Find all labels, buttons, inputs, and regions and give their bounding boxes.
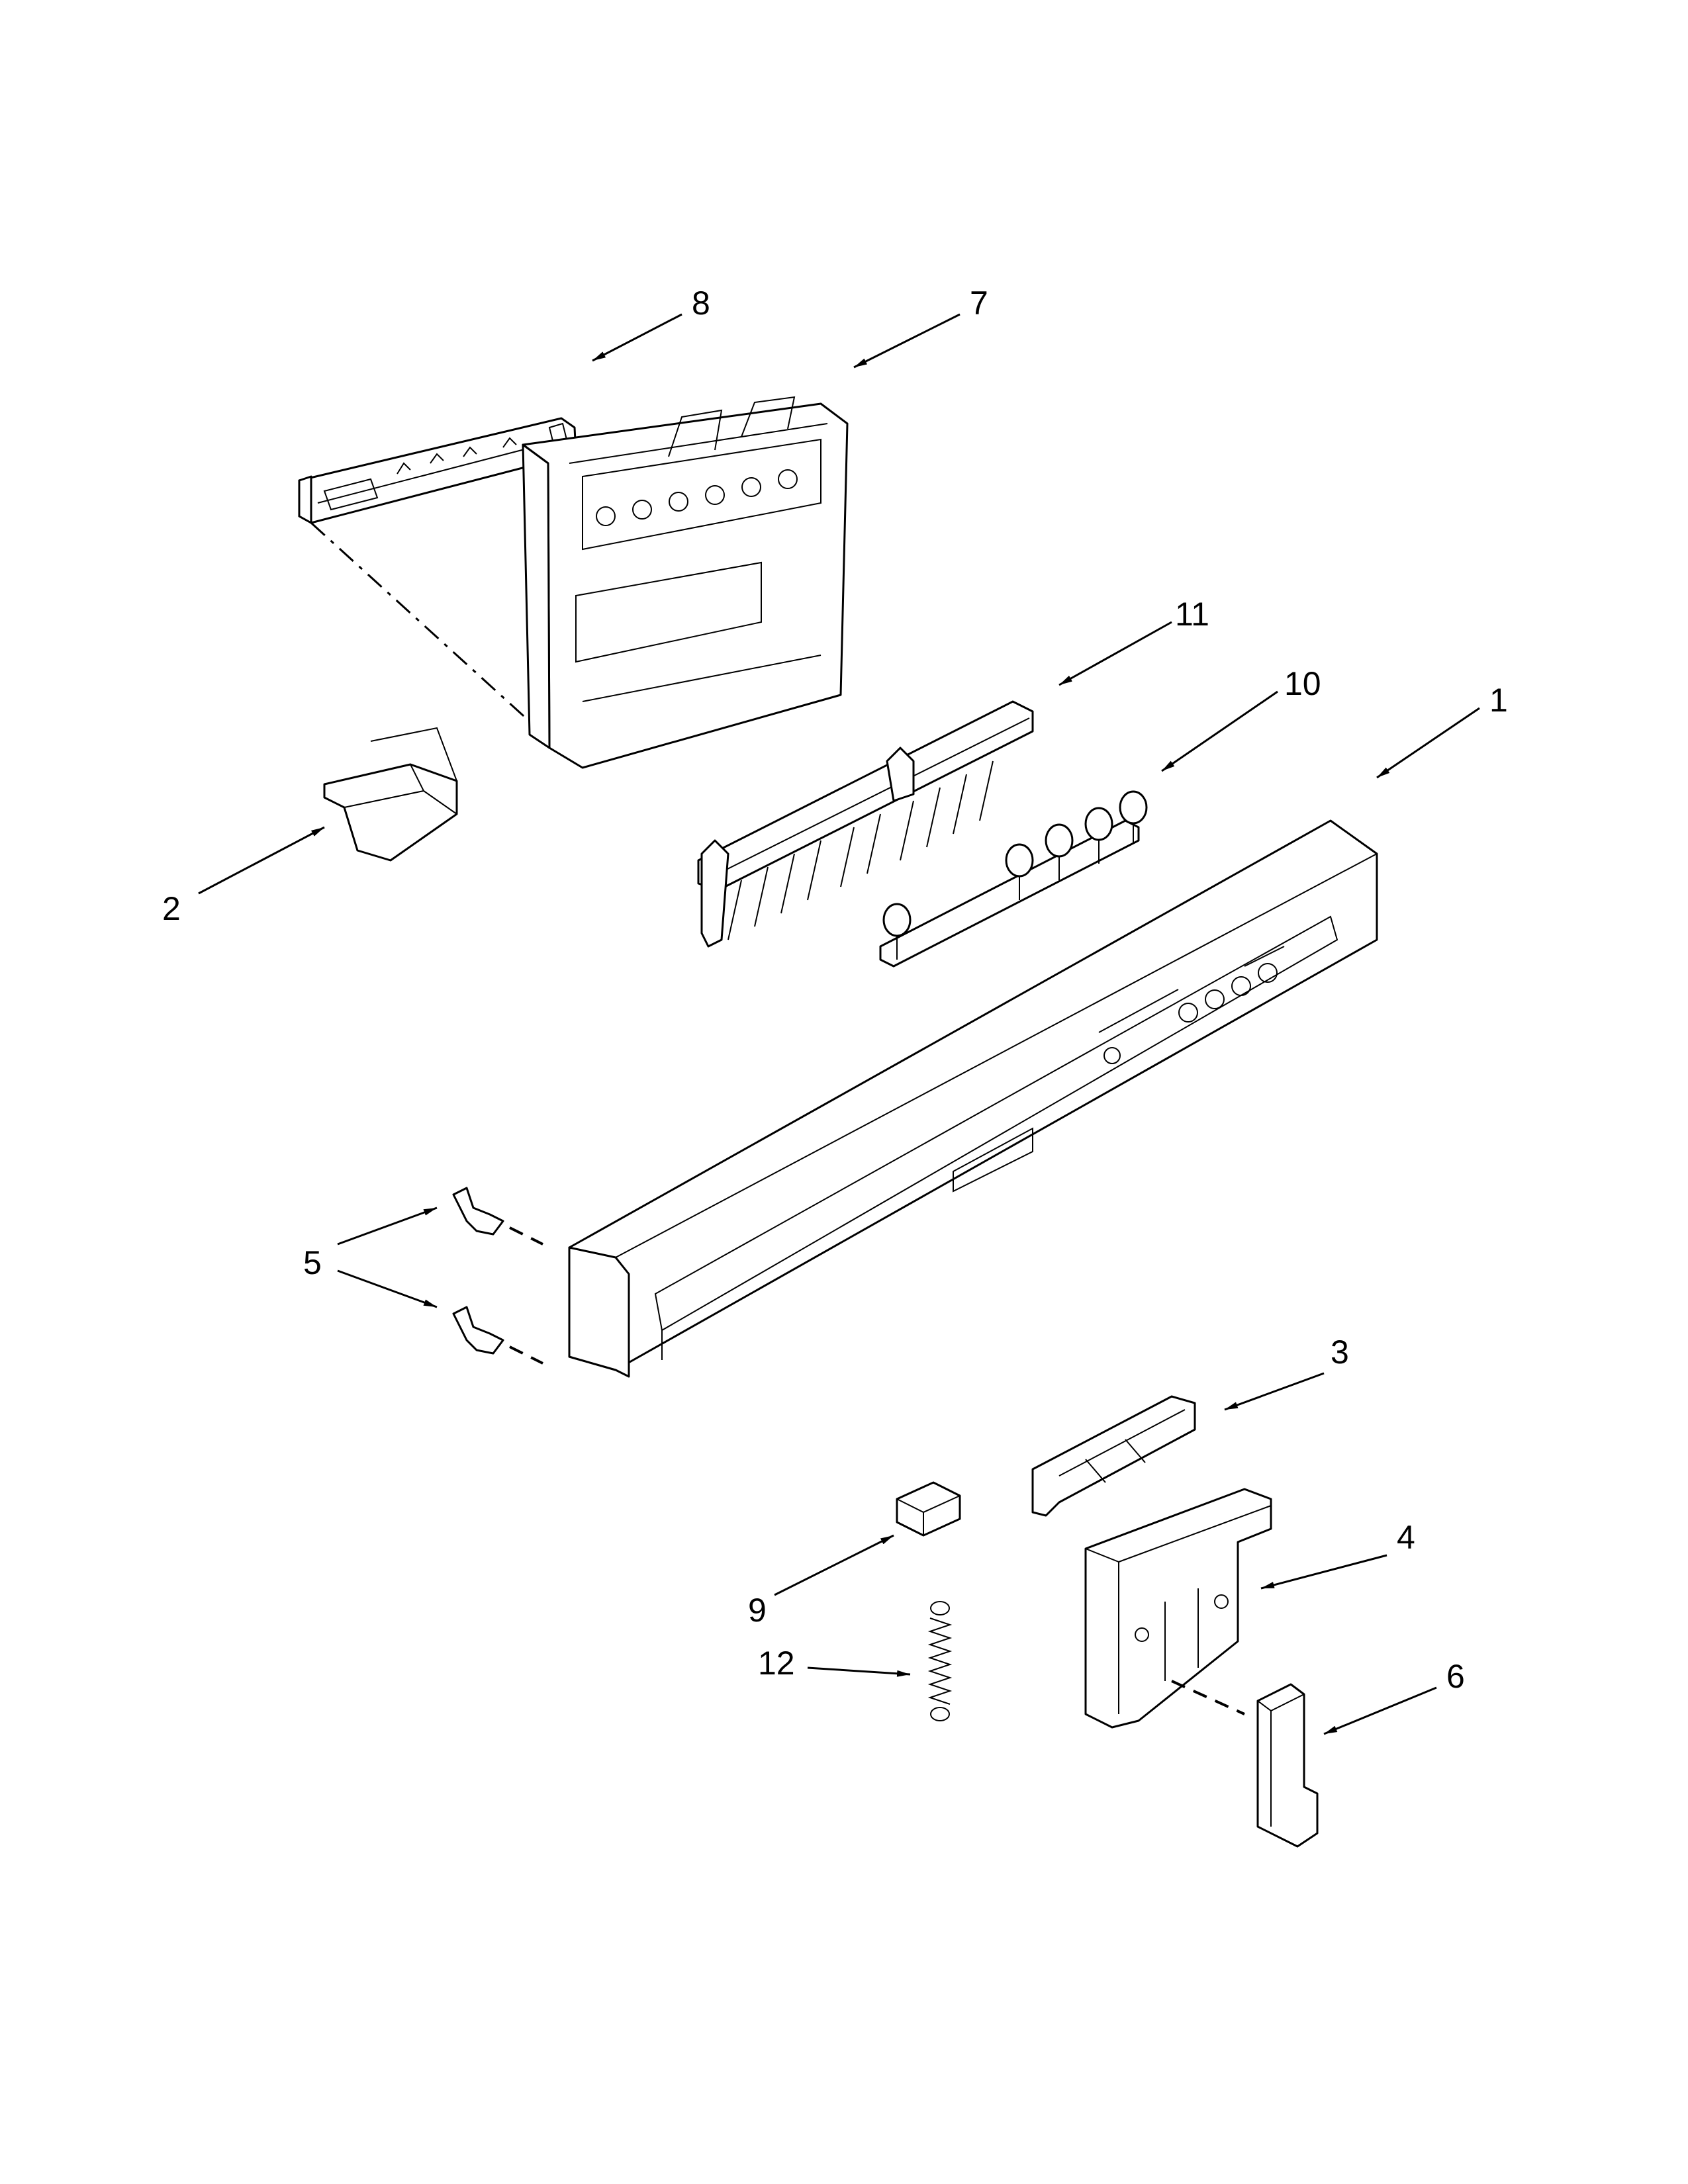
callout-4: 4 [1397,1519,1415,1556]
part-9-switch [896,1481,961,1537]
callout-1: 1 [1489,682,1508,719]
part-2-clip [323,727,458,862]
arrow-icon [198,826,325,895]
strike-leader [1171,1680,1245,1715]
arrow-icon [1376,707,1480,779]
arrow-icon [592,313,682,362]
part-1-console [568,819,1378,1378]
arrow-icon [337,1206,438,1246]
callout-9: 9 [748,1592,767,1629]
callout-3: 3 [1331,1334,1349,1371]
screw-bottom-leader [509,1345,543,1365]
arrow-icon [807,1666,911,1677]
arrow-icon [1161,690,1278,772]
part-7-control-module [522,396,849,769]
part-3-latch-handle [1031,1395,1196,1517]
part-5-screw-bottom [452,1306,504,1355]
part-11-actuator-rail [697,700,1034,948]
callout-11: 11 [1175,596,1209,633]
arrow-icon [1260,1554,1387,1590]
callout-7: 7 [970,285,988,322]
arrow-icon [1323,1686,1437,1735]
part-6-strike [1256,1683,1319,1848]
arrow-icon [337,1269,438,1308]
callout-12: 12 [758,1645,795,1682]
callout-2: 2 [162,890,181,927]
screw-top-leader [509,1226,543,1246]
callout-10: 10 [1284,665,1321,702]
part-4-door-latch [1084,1488,1272,1729]
part-10-buttons [879,790,1148,968]
part-8-rail [298,417,577,524]
part-12-spring [927,1601,953,1721]
arrow-icon [1224,1372,1325,1411]
arrow-icon [853,313,961,369]
arrow-icon [774,1534,894,1596]
callout-8: 8 [692,285,710,322]
part-5-screw-top [452,1187,504,1236]
rail-module-leader [310,522,531,723]
callout-6: 6 [1446,1658,1465,1695]
arrow-icon [1058,621,1172,686]
callout-5: 5 [303,1244,322,1281]
